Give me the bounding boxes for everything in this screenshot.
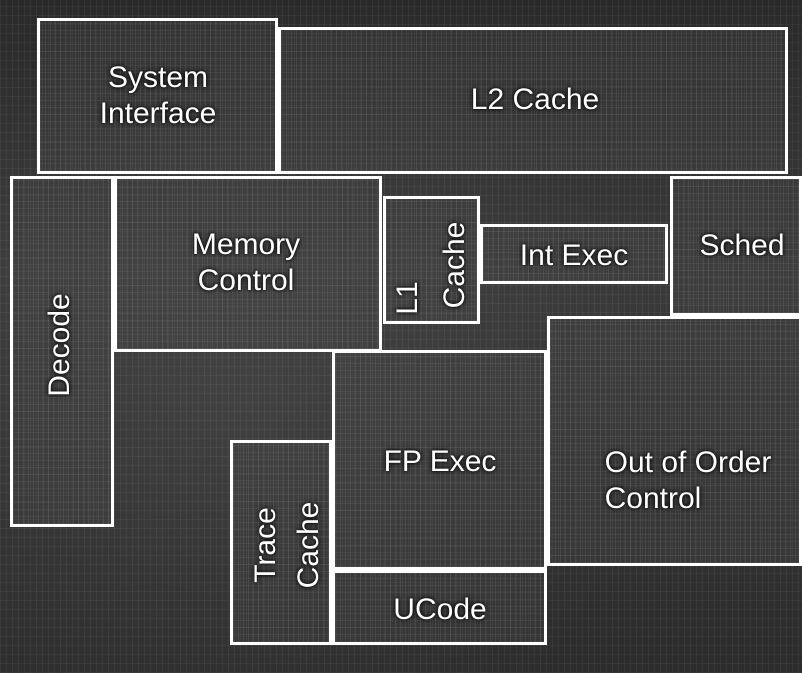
ucode-block [332,570,547,645]
trace-cache-label-trace: Trace [249,507,282,583]
decode-label: Decode [43,293,76,397]
out-of-order-control-label-line2: Control [604,482,702,515]
system-interface-label: System Interface [100,60,217,132]
fp-exec-block [332,350,547,570]
l1-cache-label-l1: L1 [391,281,424,315]
out-of-order-control-block [547,316,802,566]
int-exec-label: Int Exec [519,239,629,272]
trace-cache-block [230,440,332,645]
system-interface-label-line1: System [107,61,209,94]
int-exec-block [480,224,668,284]
l1-cache-block [383,196,480,324]
memory-control-label: Memory Control [192,227,300,299]
memory-control-block [114,176,382,352]
ucode-label: UCode [393,593,487,626]
system-interface-block [37,18,278,174]
l2-cache-label: L2 Cache [470,83,600,116]
decode-block [10,176,114,527]
l2-cache-block [278,27,788,174]
l1-cache-label-cache: Cache [438,221,471,309]
fp-exec-label: FP Exec [383,445,497,478]
sched-label: Sched [699,229,785,262]
trace-cache-label-cache: Cache [292,501,325,589]
out-of-order-control-label: Out of Order Control [605,445,772,517]
memory-control-label-line1: Memory [191,228,301,261]
sched-block [670,176,802,316]
system-interface-label-line2: Interface [99,97,217,130]
out-of-order-control-label-line1: Out of Order [604,446,772,479]
memory-control-label-line2: Control [197,264,295,297]
